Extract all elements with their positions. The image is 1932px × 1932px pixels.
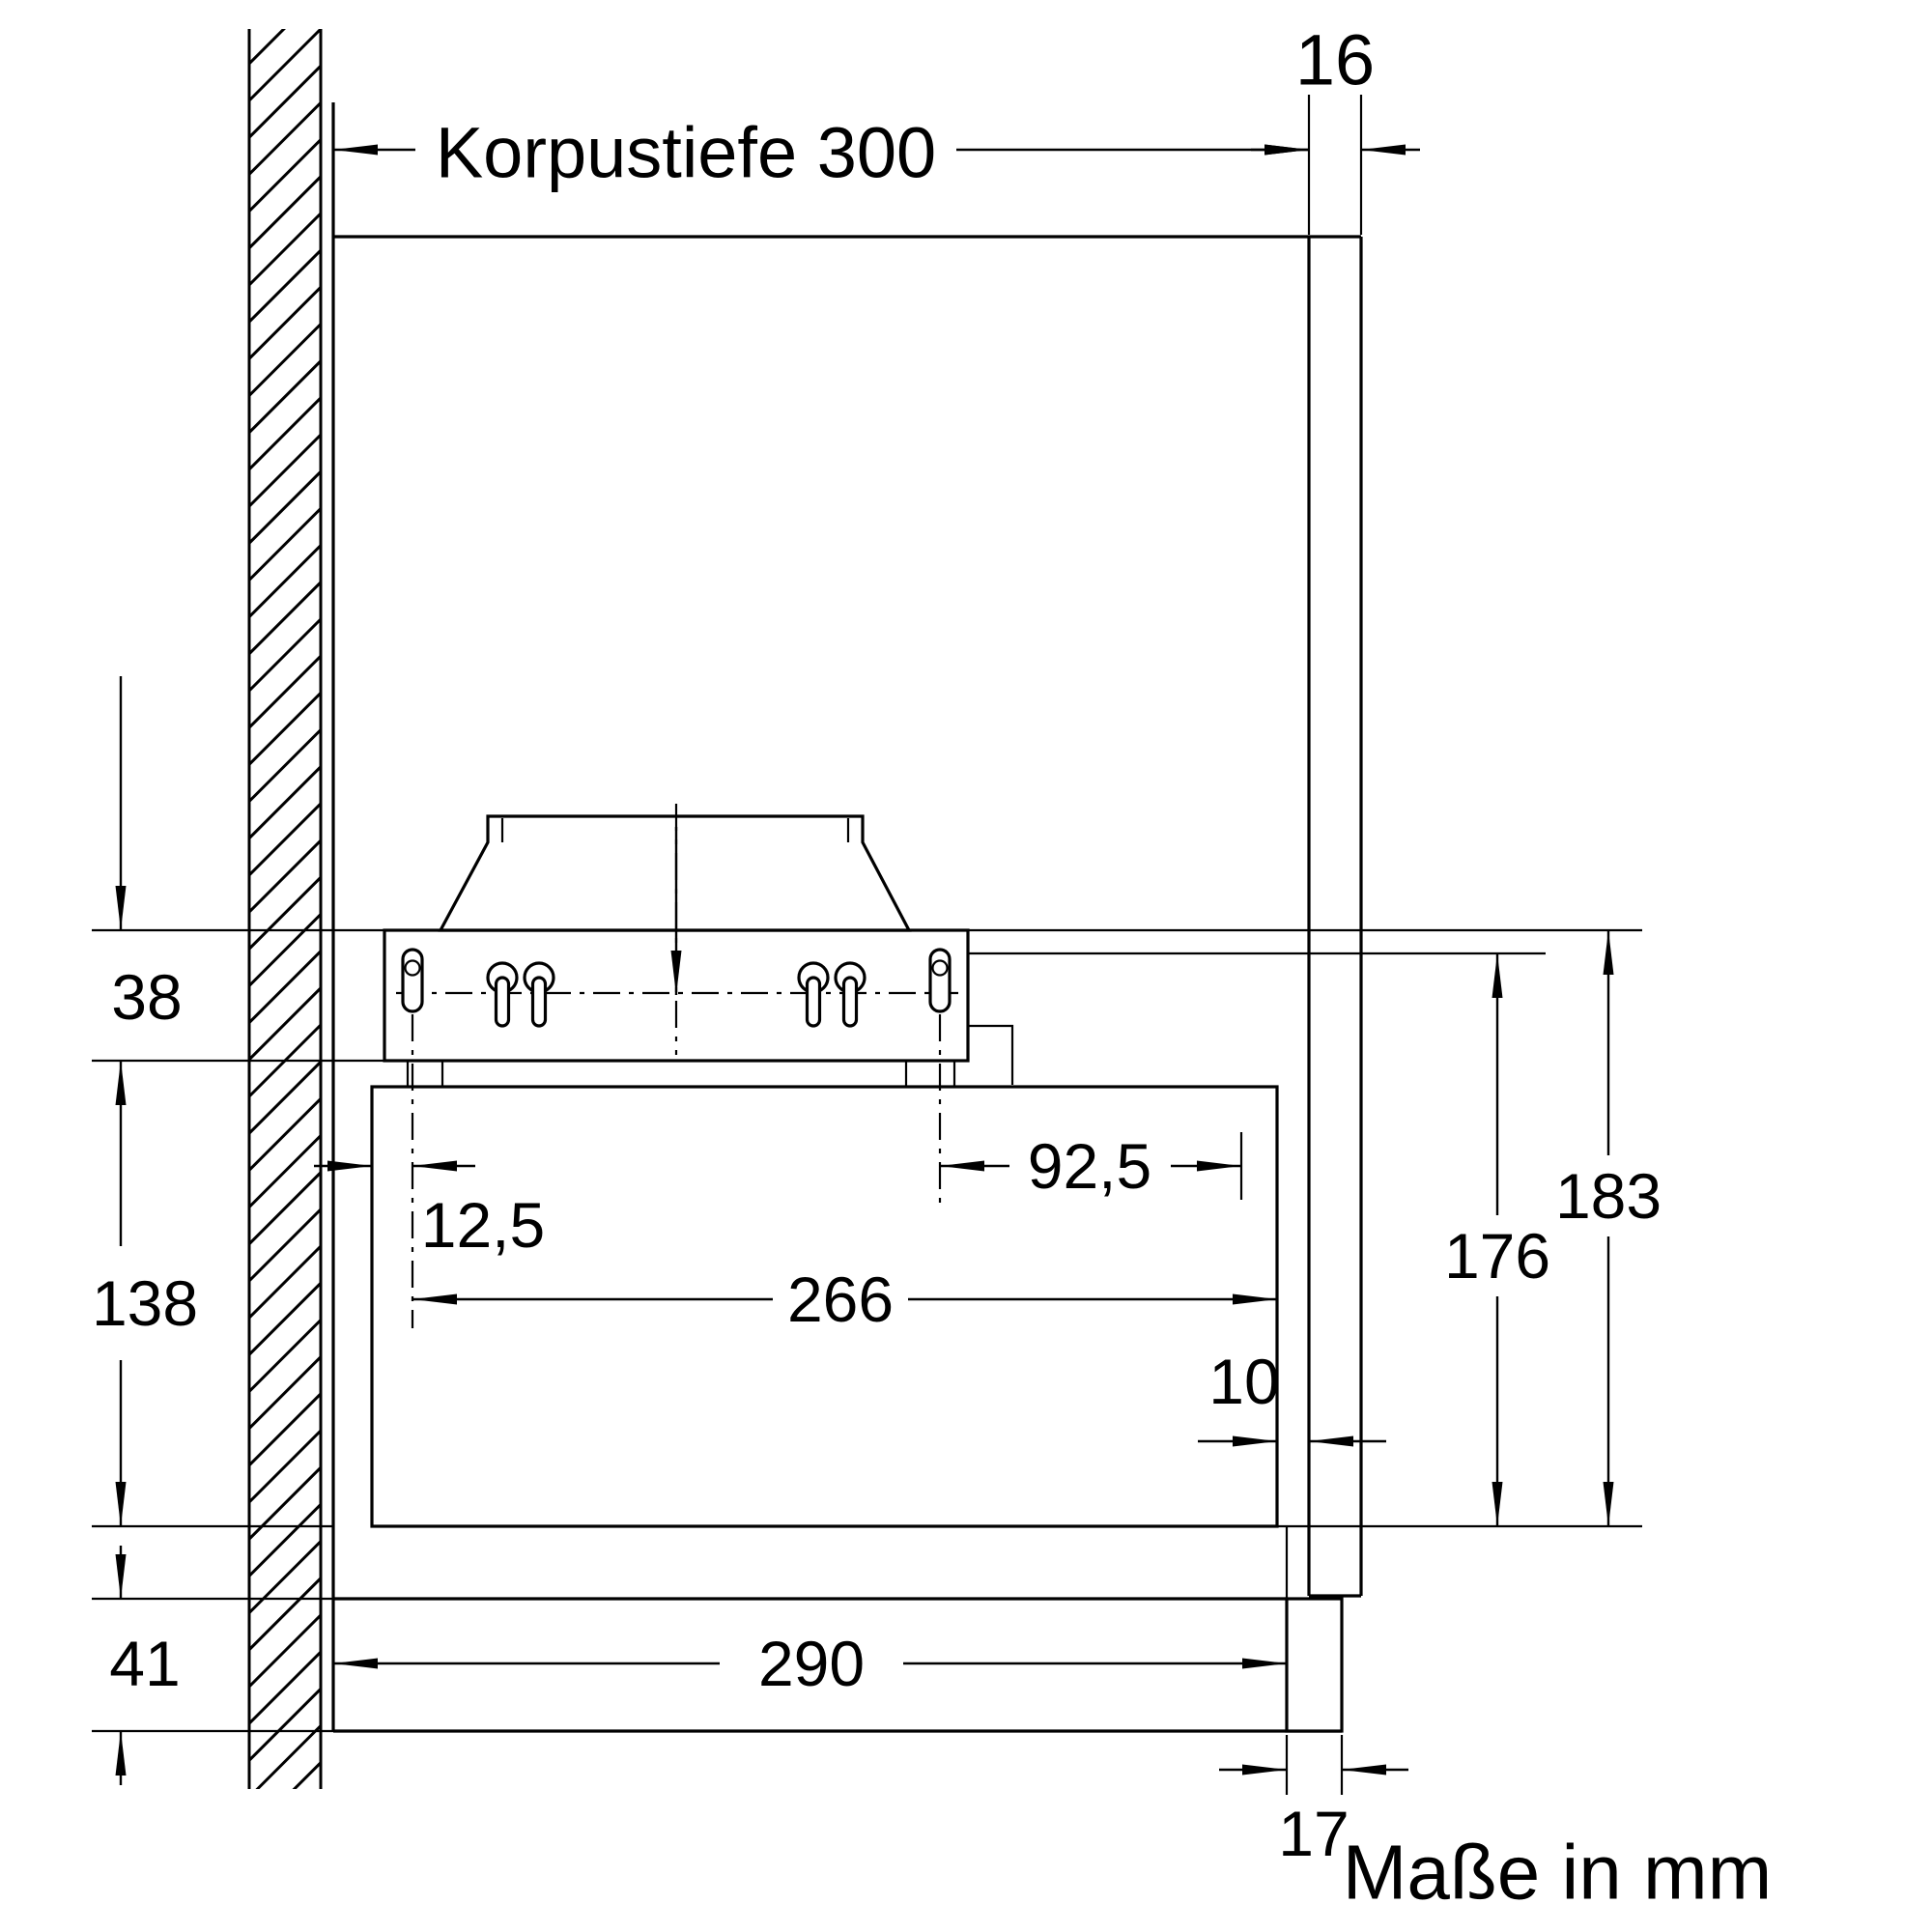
- keyhole-pair-right: [797, 961, 867, 1028]
- dim-12-5-label: 12,5: [421, 1189, 545, 1261]
- dimension-183: 183: [1555, 930, 1662, 1526]
- dimension-41: 41: [109, 1546, 181, 1785]
- rail-foot-left: [406, 1059, 444, 1089]
- dimension-176: 176: [1444, 953, 1550, 1526]
- dimension-138: 138: [92, 1061, 198, 1526]
- dim-10-label: 10: [1208, 1346, 1279, 1417]
- keyhole-slot-right: [928, 948, 952, 1013]
- dimension-17: 17: [1219, 1764, 1408, 1869]
- dimension-16: 16: [1251, 20, 1420, 156]
- keyhole-slot-left: [401, 948, 424, 1013]
- dimension-38: 38: [111, 676, 183, 1033]
- slot-hole: [931, 959, 949, 977]
- dim-176-label: 176: [1444, 1220, 1550, 1292]
- keyhole-slot: [530, 976, 548, 1028]
- dim-41-label: 41: [109, 1628, 180, 1699]
- dim-korpustiefe-label: Korpustiefe 300: [436, 113, 936, 193]
- dim-183-label: 183: [1555, 1160, 1662, 1232]
- rail-bracket-right: [968, 1024, 1014, 1085]
- dimension-12-5: 12,5: [314, 1160, 545, 1261]
- wall-hatch: [249, 29, 321, 1789]
- duct-collar: [438, 814, 912, 932]
- hood-assembly: [370, 804, 1279, 1528]
- dimension-266: 266: [412, 1264, 1277, 1335]
- wall-section: [247, 29, 335, 1789]
- keyhole-pair-left: [486, 961, 555, 1028]
- dim-92-5-label: 92,5: [1028, 1130, 1151, 1202]
- reference-lines: [92, 928, 1642, 1795]
- slot-hole: [404, 959, 421, 977]
- slot-outline: [928, 948, 952, 1013]
- slot-outline: [401, 948, 424, 1013]
- dimension-92-5: 92,5: [940, 1130, 1241, 1202]
- pullout-handle: [92, 1526, 1344, 1733]
- handle-front-strip: [1285, 1597, 1344, 1733]
- dim-17-label: 17: [1278, 1798, 1349, 1869]
- rail-foot-right: [904, 1059, 956, 1089]
- dim-16-label: 16: [1295, 20, 1375, 100]
- hood-body: [370, 1085, 1279, 1528]
- dim-38-label: 38: [111, 961, 182, 1033]
- cabinet: [333, 95, 1363, 1598]
- units-note: Maße in mm: [1343, 1830, 1773, 1916]
- dimension-korpustiefe: Korpustiefe 300: [333, 113, 1309, 193]
- dim-266-label: 266: [787, 1264, 894, 1335]
- keyhole-slot: [841, 976, 859, 1028]
- dimension-290: 290: [333, 1628, 1287, 1699]
- dim-138-label: 138: [92, 1267, 198, 1339]
- dimension-10: 10: [1198, 1346, 1386, 1447]
- keyhole-slot: [494, 976, 511, 1028]
- keyhole-slot: [805, 976, 822, 1028]
- dim-290-label: 290: [758, 1628, 865, 1699]
